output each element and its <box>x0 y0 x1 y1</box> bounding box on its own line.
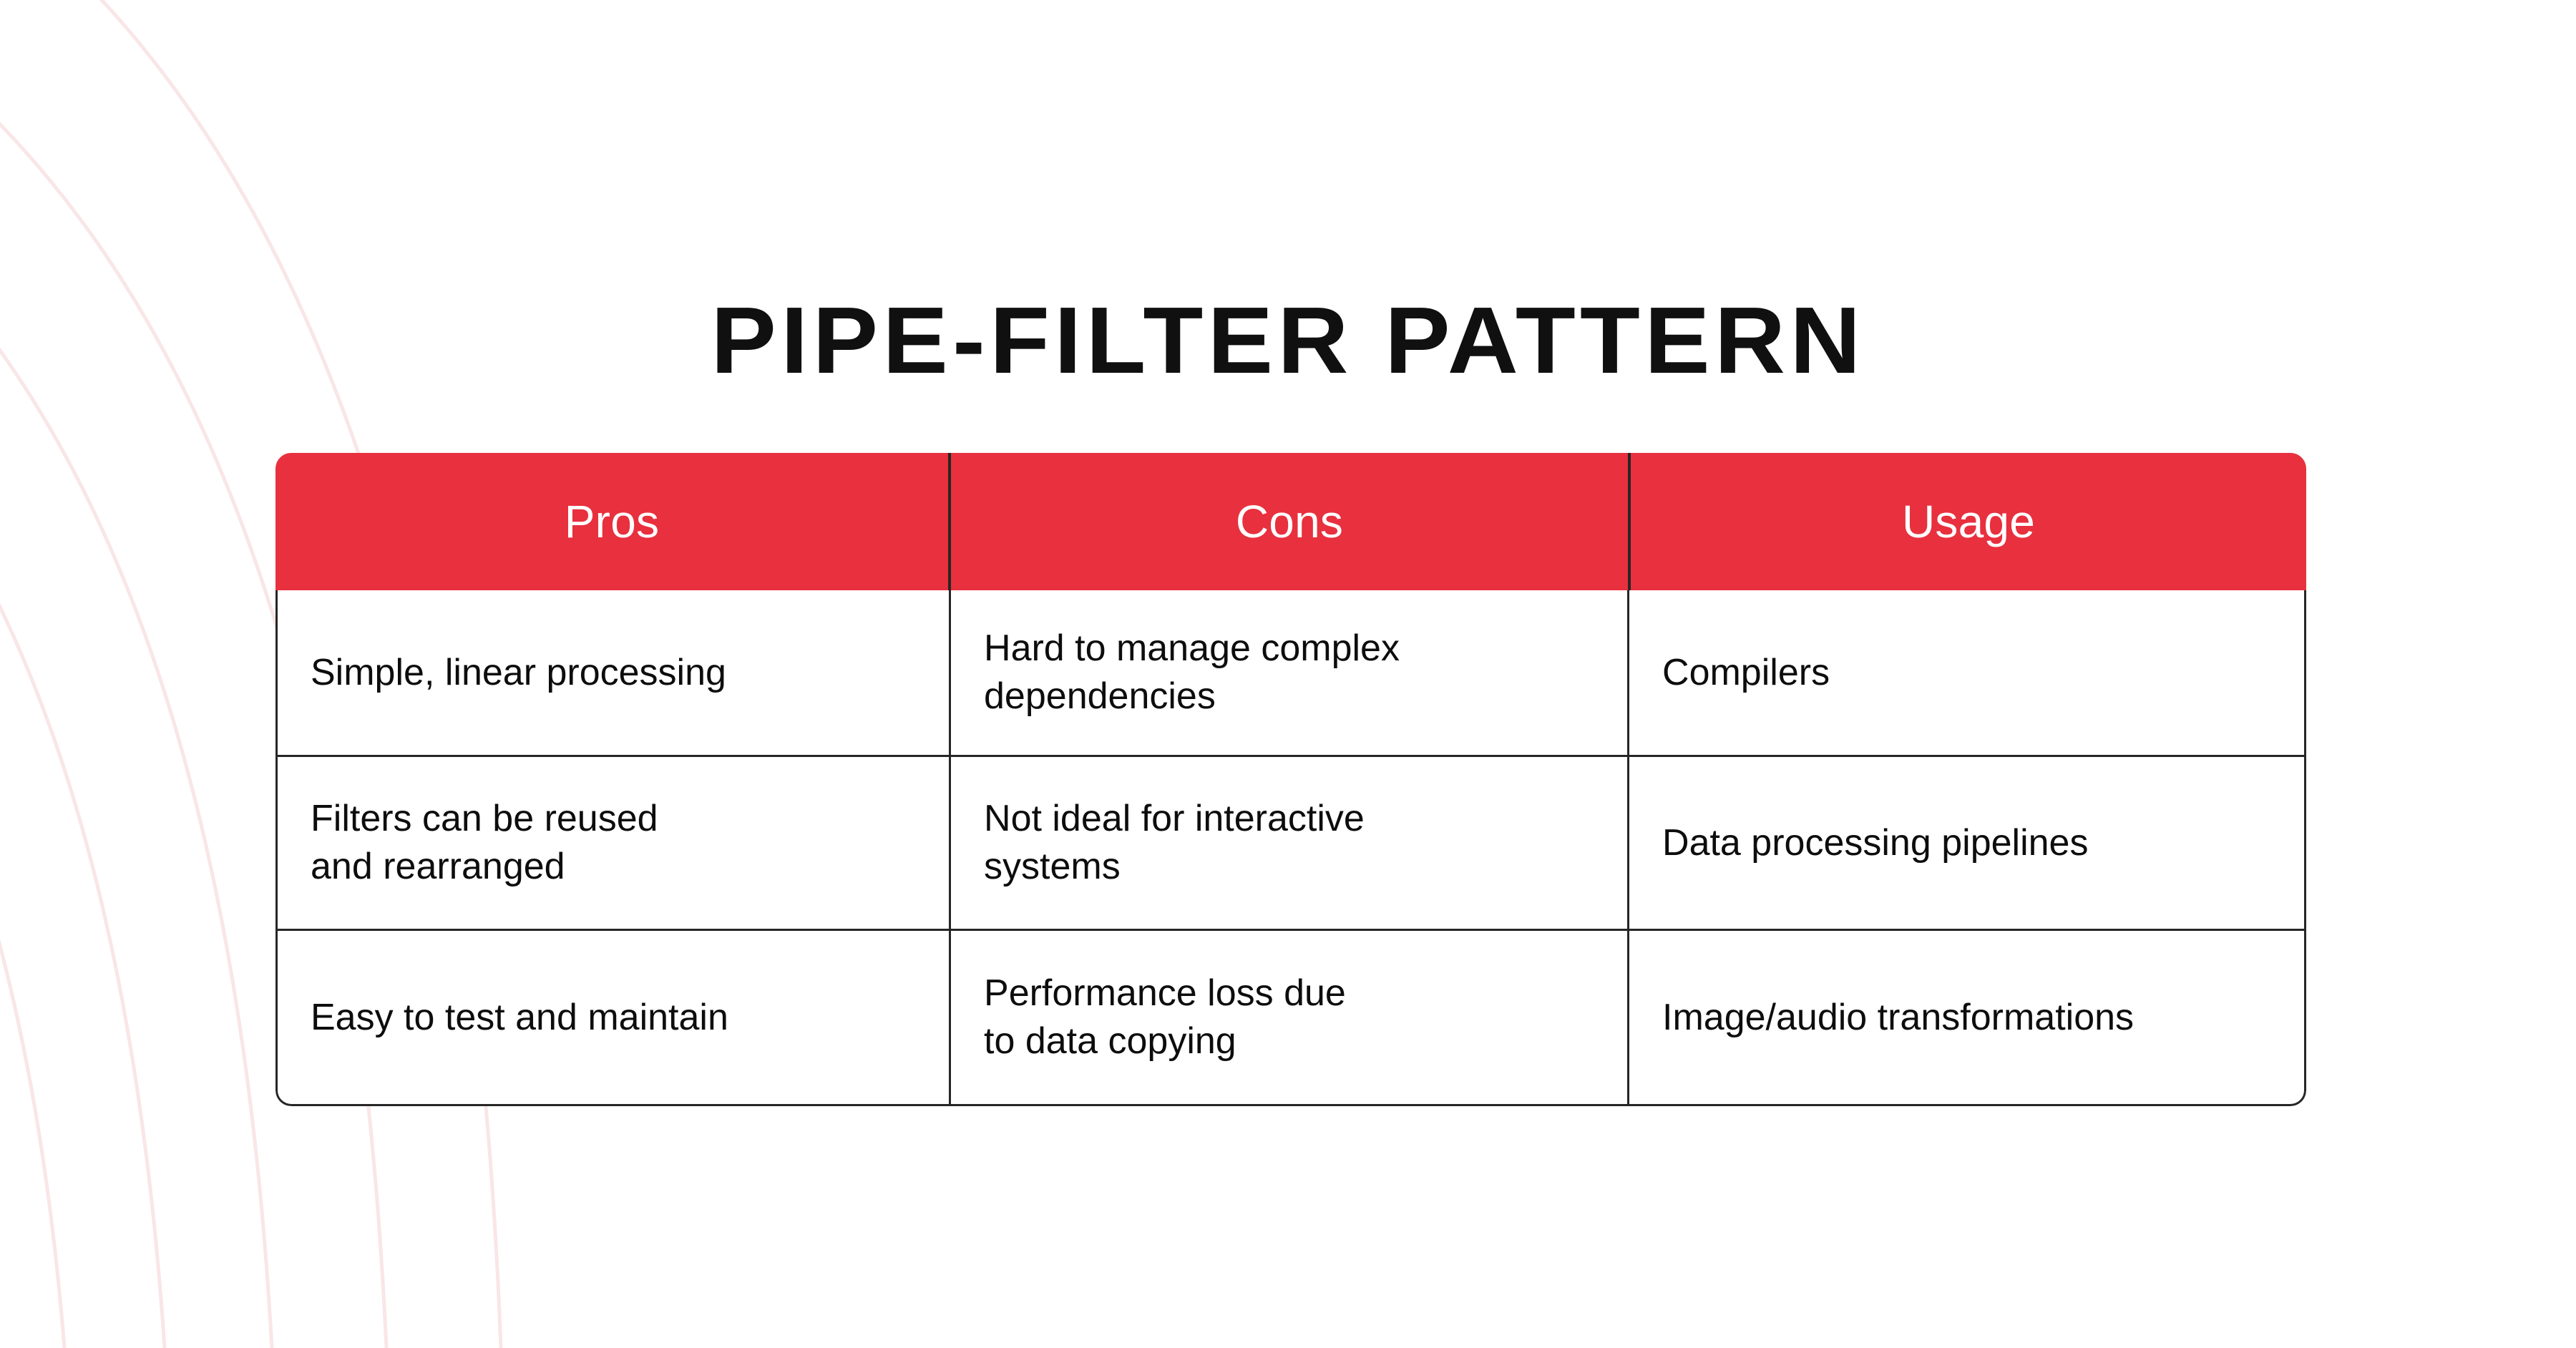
cell-usage-3: Image/audio transformations <box>1627 931 2304 1104</box>
column-header-usage: Usage <box>1628 453 2306 590</box>
column-header-cons: Cons <box>948 453 1628 590</box>
comparison-table: Pros Cons Usage Simple, linear processin… <box>275 453 2306 1106</box>
cell-text: Image/audio transformations <box>1662 996 2135 1038</box>
cell-text: Performance loss due to data copying <box>984 972 1346 1062</box>
column-header-pros-label: Pros <box>564 496 660 547</box>
cell-text: Not ideal for interactive systems <box>984 798 1365 887</box>
cell-usage-1: Compilers <box>1627 590 2304 755</box>
page-title: PIPE-FILTER PATTERN <box>711 288 1865 394</box>
cell-text: Simple, linear processing <box>311 651 726 693</box>
column-header-cons-label: Cons <box>1235 496 1344 547</box>
cell-pros-1: Simple, linear processing <box>278 590 949 755</box>
cell-text: Compilers <box>1662 651 1830 693</box>
cell-cons-1: Hard to manage complex dependencies <box>949 590 1627 755</box>
table-row: Easy to test and maintain Performance lo… <box>275 931 2306 1106</box>
cell-cons-3: Performance loss due to data copying <box>949 931 1627 1104</box>
cell-usage-2: Data processing pipelines <box>1627 757 2304 929</box>
cell-text: Data processing pipelines <box>1662 821 2089 864</box>
cell-text: Easy to test and maintain <box>311 996 728 1038</box>
table-row: Simple, linear processing Hard to manage… <box>275 590 2306 757</box>
table-header-row: Pros Cons Usage <box>275 453 2306 590</box>
column-header-pros: Pros <box>275 453 948 590</box>
cell-pros-2: Filters can be reused and rearranged <box>278 757 949 929</box>
column-header-usage-label: Usage <box>1902 496 2035 547</box>
cell-pros-3: Easy to test and maintain <box>278 931 949 1104</box>
cell-text: Hard to manage complex dependencies <box>984 627 1400 717</box>
cell-text: Filters can be reused and rearranged <box>311 798 658 887</box>
table-row: Filters can be reused and rearranged Not… <box>275 757 2306 931</box>
cell-cons-2: Not ideal for interactive systems <box>949 757 1627 929</box>
